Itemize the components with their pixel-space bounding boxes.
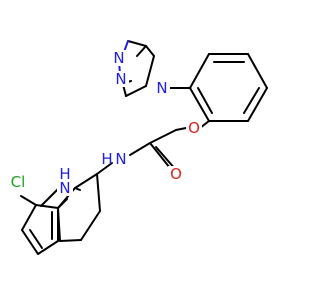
indole-n-label: N xyxy=(59,179,70,197)
carbonyl-o-label: O xyxy=(170,165,182,183)
triazole-n1-label: N xyxy=(113,49,124,67)
molecule-structure: N N N O O N H N H Cl xyxy=(6,40,268,255)
amide-n-label: N xyxy=(115,150,126,168)
atom-labels: N N N O O N H N H Cl xyxy=(6,49,202,197)
triazole-n2-label: N xyxy=(115,70,126,88)
triazole-n4-label: N xyxy=(156,79,167,97)
ether-o-label: O xyxy=(188,119,200,137)
phenyl-ring xyxy=(169,53,268,122)
amide-h-label: H xyxy=(101,150,112,168)
chlorine-label: Cl xyxy=(11,173,26,191)
indole-h-label: H xyxy=(59,165,70,183)
